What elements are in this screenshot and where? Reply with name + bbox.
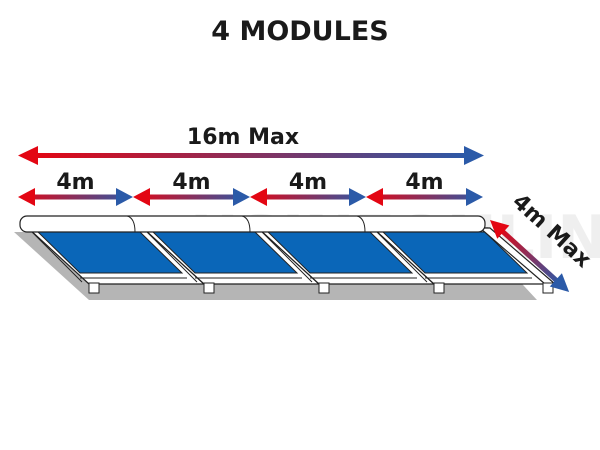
- cassette-bar: [19, 215, 486, 233]
- module-width-arrow: [133, 188, 250, 206]
- leg: [433, 282, 445, 294]
- leg: [318, 282, 330, 294]
- total-width-arrow: [18, 146, 484, 165]
- module-width-arrow: [250, 188, 366, 206]
- module: [256, 227, 436, 294]
- module-width-label: 4m: [56, 170, 94, 195]
- total-width-label: 16m Max: [187, 125, 299, 150]
- module-width-label: 4m: [289, 170, 327, 195]
- leg: [88, 282, 100, 294]
- module-width-label: 4m: [172, 170, 210, 195]
- module: [141, 227, 321, 294]
- leg: [542, 282, 554, 294]
- module-width-arrow: [18, 188, 133, 206]
- leg: [203, 282, 215, 294]
- module-width-label: 4m: [405, 170, 443, 195]
- depth-arrow: [490, 220, 570, 293]
- page-title: 4 MODULES: [211, 16, 388, 47]
- module-width-arrow: [366, 188, 483, 206]
